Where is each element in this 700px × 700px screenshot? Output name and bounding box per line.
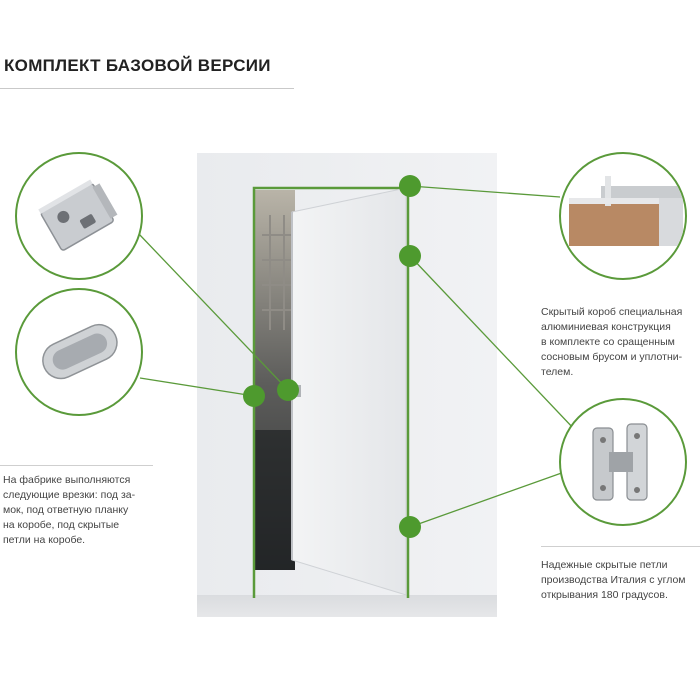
callout-lines	[137, 185, 576, 528]
hinges-caption: Надежные скрытые петли производства Итал…	[541, 558, 700, 603]
door-leaf	[291, 187, 407, 596]
cutouts-caption-divider	[0, 465, 153, 466]
caption-line: Надежные скрытые петли	[541, 559, 668, 571]
caption-line: производства Италия с углом	[541, 574, 686, 586]
caption-line: Скрытый короб специальная	[541, 306, 683, 318]
title-divider	[0, 88, 294, 89]
caption-line: алюминиевая конструкция	[541, 321, 671, 333]
hotspot-markers	[243, 175, 421, 538]
caption-line: следующие врезки: под за-	[3, 489, 136, 501]
frame-caption: Скрытый короб специальная алюминиевая ко…	[541, 305, 700, 380]
background-shelves	[262, 215, 292, 330]
lock-detail	[15, 152, 143, 280]
hinges-caption-divider	[541, 546, 700, 547]
door-handle-icon	[42, 323, 118, 380]
floor	[197, 595, 497, 617]
cutouts-caption: На фабрике выполняются следующие врезки:…	[3, 473, 163, 548]
hinge-detail	[559, 398, 687, 526]
caption-line: На фабрике выполняются	[3, 474, 131, 486]
caption-line: петли на коробе.	[3, 534, 86, 546]
handle-detail	[15, 288, 143, 416]
caption-line: на коробе, под скрытые	[3, 519, 120, 531]
page-title: КОМПЛЕКТ БАЗОВОЙ ВЕРСИИ	[4, 56, 271, 75]
caption-line: мок, под ответную планку	[3, 504, 129, 516]
hidden-hinge-icon	[592, 423, 648, 501]
aluminium-frame-profile-icon	[569, 176, 683, 246]
caption-line: телем.	[541, 366, 574, 378]
caption-line: открывания 180 градусов.	[541, 589, 668, 601]
caption-line: сосновым брусом и уплотни-	[541, 351, 683, 363]
frame-profile-detail	[559, 152, 687, 280]
lock-mechanism-icon	[38, 179, 118, 251]
caption-line: в комплекте со сращенным	[541, 336, 675, 348]
